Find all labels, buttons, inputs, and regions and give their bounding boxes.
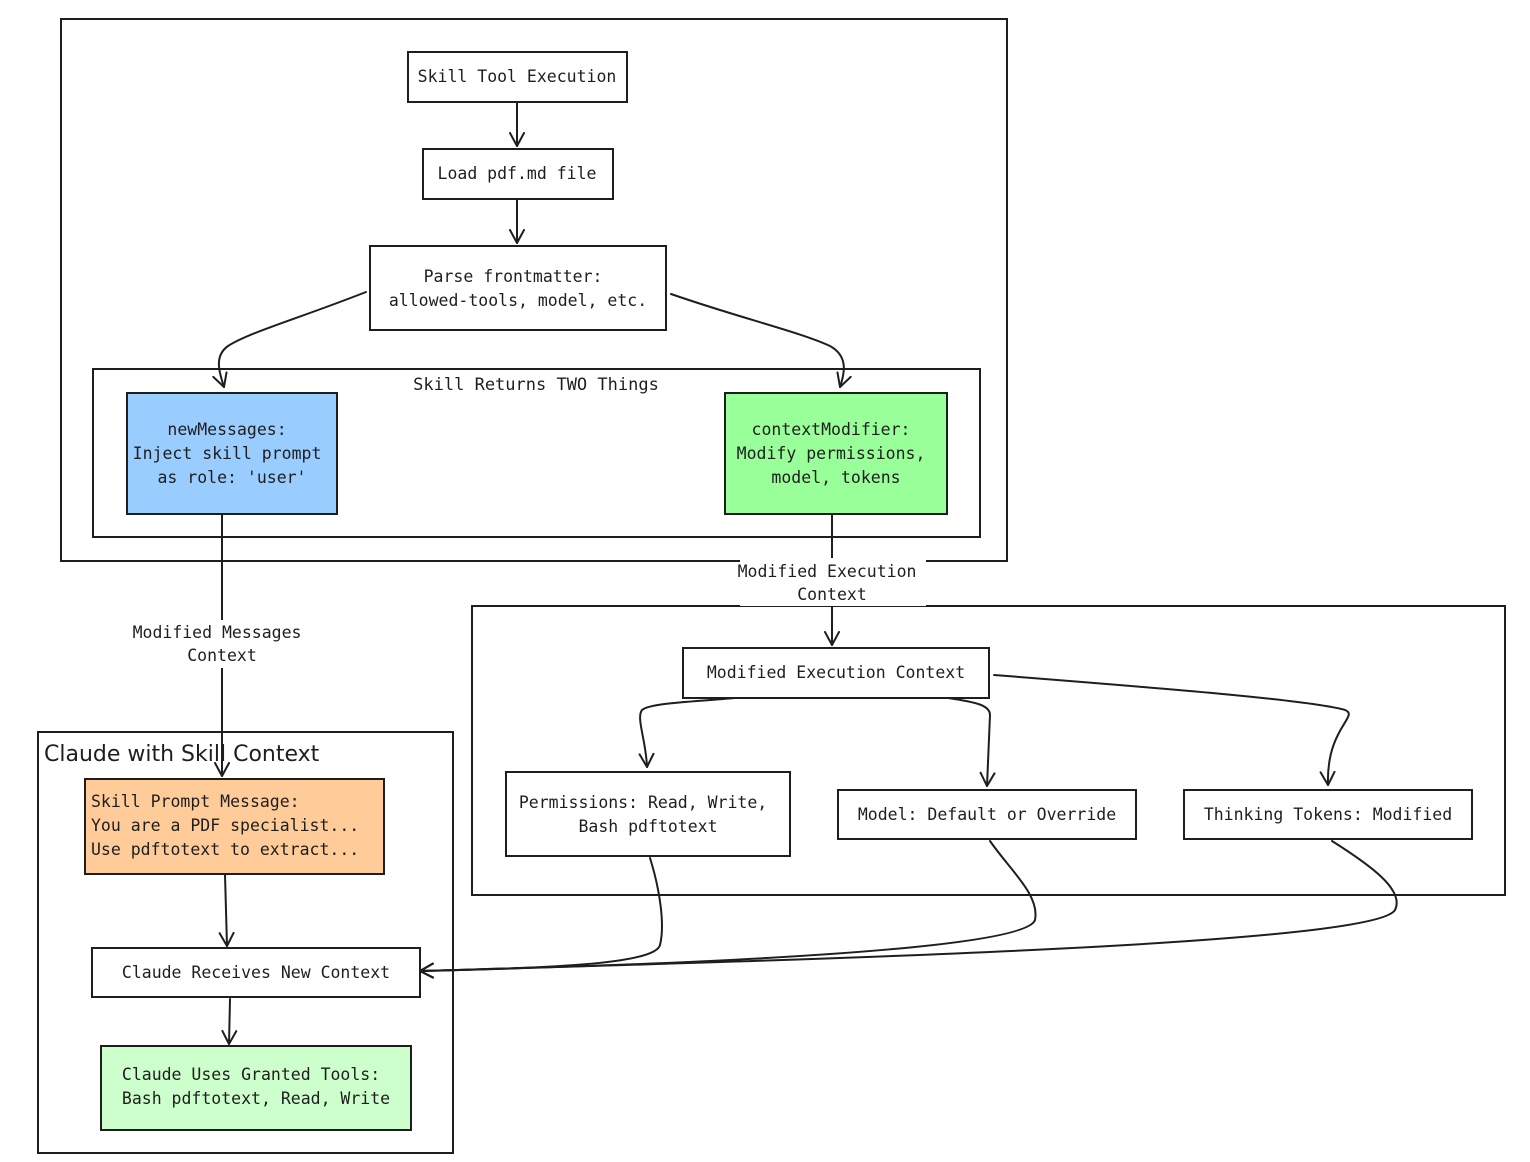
edge-label-modified-execution: Modified Execution Context [738,562,927,604]
edge-parse-to-contextmodifier [670,293,852,388]
edge-exec-to-thinking [993,674,1350,786]
node-claude-receives: Claude Receives New Context [91,947,421,998]
node-skill-prompt-message: Skill Prompt Message: You are a PDF spec… [84,778,385,875]
svg-text:Parse frontmatter: allow: Parse frontmatter: allowed-tools, model,… [389,267,647,310]
node-modified-execution-context: Modified Execution Context [682,647,990,699]
svg-text:newMessages: Inject skil: newMessages: Inject skill prompt as role… [133,420,332,487]
edge-exec-to-permissions [638,697,736,768]
svg-text:Model: Default or Override: Model: Default or Override [858,805,1116,824]
svg-text:Load pdf.md file: Load pdf.md file [438,164,597,183]
claude-context-frame [37,731,454,1154]
svg-text:Skill Prompt Message: Yo: Skill Prompt Message: You are a PDF spec… [91,792,369,859]
svg-text:Claude Uses Granted Tools:: Claude Uses Granted Tools: Bash pdftotex… [122,1065,390,1108]
node-skill-tool-execution: Skill Tool Execution [407,51,628,103]
execution-context-frame [471,605,1506,896]
svg-text:Claude Receives New Context: Claude Receives New Context [122,963,390,982]
svg-text:Thinking Tokens: Modified: Thinking Tokens: Modified [1204,805,1452,824]
node-permissions: Permissions: Read, Write, Bash pdftotext [505,771,791,857]
skill-returns-frame [92,368,981,538]
node-claude-uses-tools: Claude Uses Granted Tools: Bash pdftotex… [100,1045,412,1131]
node-new-messages: newMessages: Inject skill prompt as role… [126,392,338,515]
edge-exec-to-model [947,697,996,787]
edge-skillprompt-to-receives [218,874,235,947]
claude-context-title: Claude with Skill Context [44,742,320,767]
node-load-pdf: Load pdf.md file [422,148,614,200]
edge-receives-to-uses [221,998,238,1045]
svg-text:Skill Tool Execution: Skill Tool Execution [418,67,617,86]
edge-model-to-claude [419,840,1037,979]
node-context-modifier: contextModifier: Modify permissions, mod… [724,392,948,515]
svg-text:Modified Execution Context: Modified Execution Context [707,663,965,682]
edge-label-modified-messages: Modified Messages Context [133,623,312,665]
edge-parse-to-newmessages [212,291,367,388]
edge-label-bg-messages [132,620,312,668]
node-parse-frontmatter: Parse frontmatter: allowed-tools, model,… [369,245,667,331]
edge-permissions-to-claude [419,857,663,979]
svg-text:contextModifier: Modify: contextModifier: Modify permissions, mod… [737,420,936,487]
edge-label-bg-execution [740,558,926,606]
edge-thinking-to-claude [419,840,1398,979]
svg-text:Permissions: Read, Write,: Permissions: Read, Write, Bash pdftotext [519,793,777,836]
skill-returns-title: Skill Returns TWO Things [413,375,659,395]
node-model: Model: Default or Override [837,789,1137,840]
node-thinking-tokens: Thinking Tokens: Modified [1183,789,1473,840]
skill-execution-frame [60,18,1008,562]
